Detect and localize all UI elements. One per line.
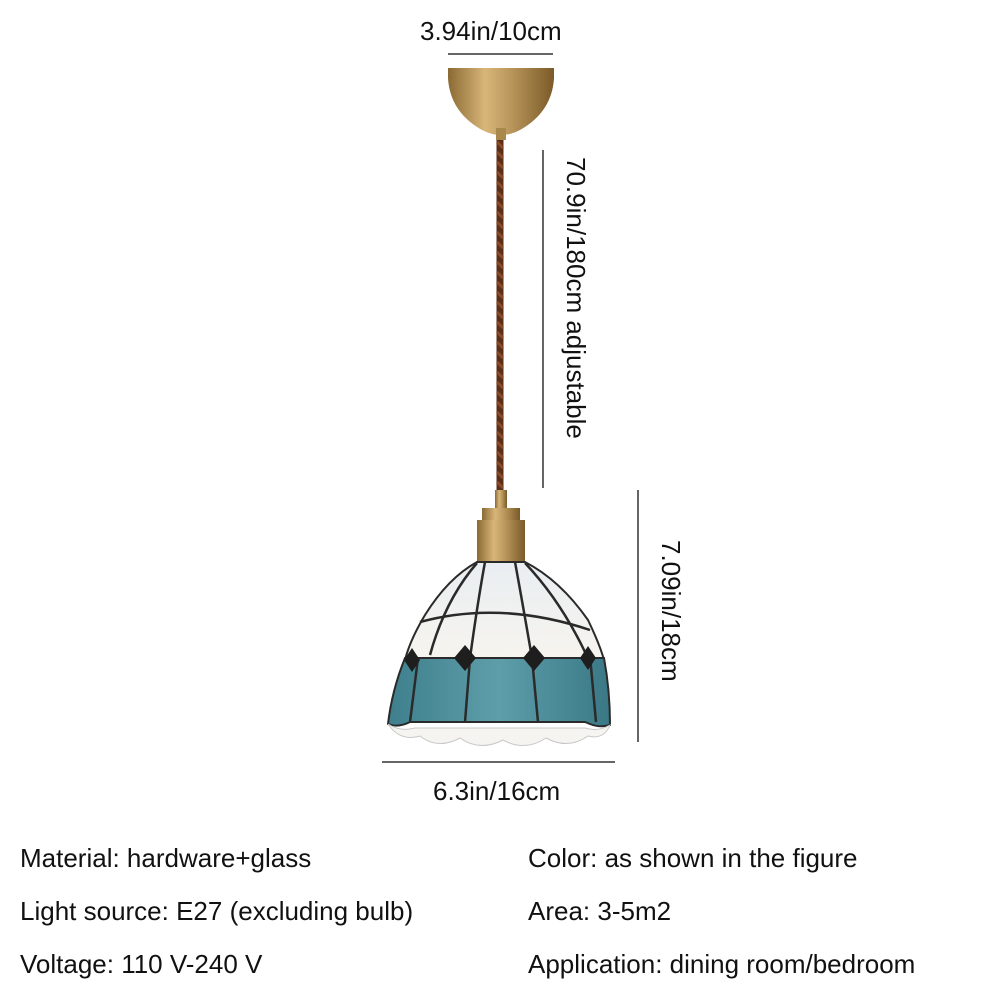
- spec-color: Color: as shown in the figure: [528, 843, 858, 873]
- shade-height-label: 7.09in/18cm: [656, 540, 686, 682]
- shade-width-label: 6.3in/16cm: [433, 776, 561, 806]
- spec-voltage: Voltage: 110 V-240 V: [20, 949, 263, 979]
- glass-shade: [386, 561, 612, 746]
- cord-length-label: 70.9in/180cm adjustable: [561, 157, 591, 439]
- spec-area: Area: 3-5m2: [528, 896, 672, 926]
- spec-light-source: Light source: E27 (excluding bulb): [20, 896, 414, 926]
- ceiling-canopy: [448, 68, 554, 140]
- spec-application: Application: dining room/bedroom: [528, 949, 916, 979]
- twisted-cord: [495, 140, 505, 500]
- canopy-width-label: 3.94in/10cm: [420, 16, 562, 46]
- spec-material: Material: hardware+glass: [20, 843, 312, 873]
- lamp-socket: [477, 490, 525, 562]
